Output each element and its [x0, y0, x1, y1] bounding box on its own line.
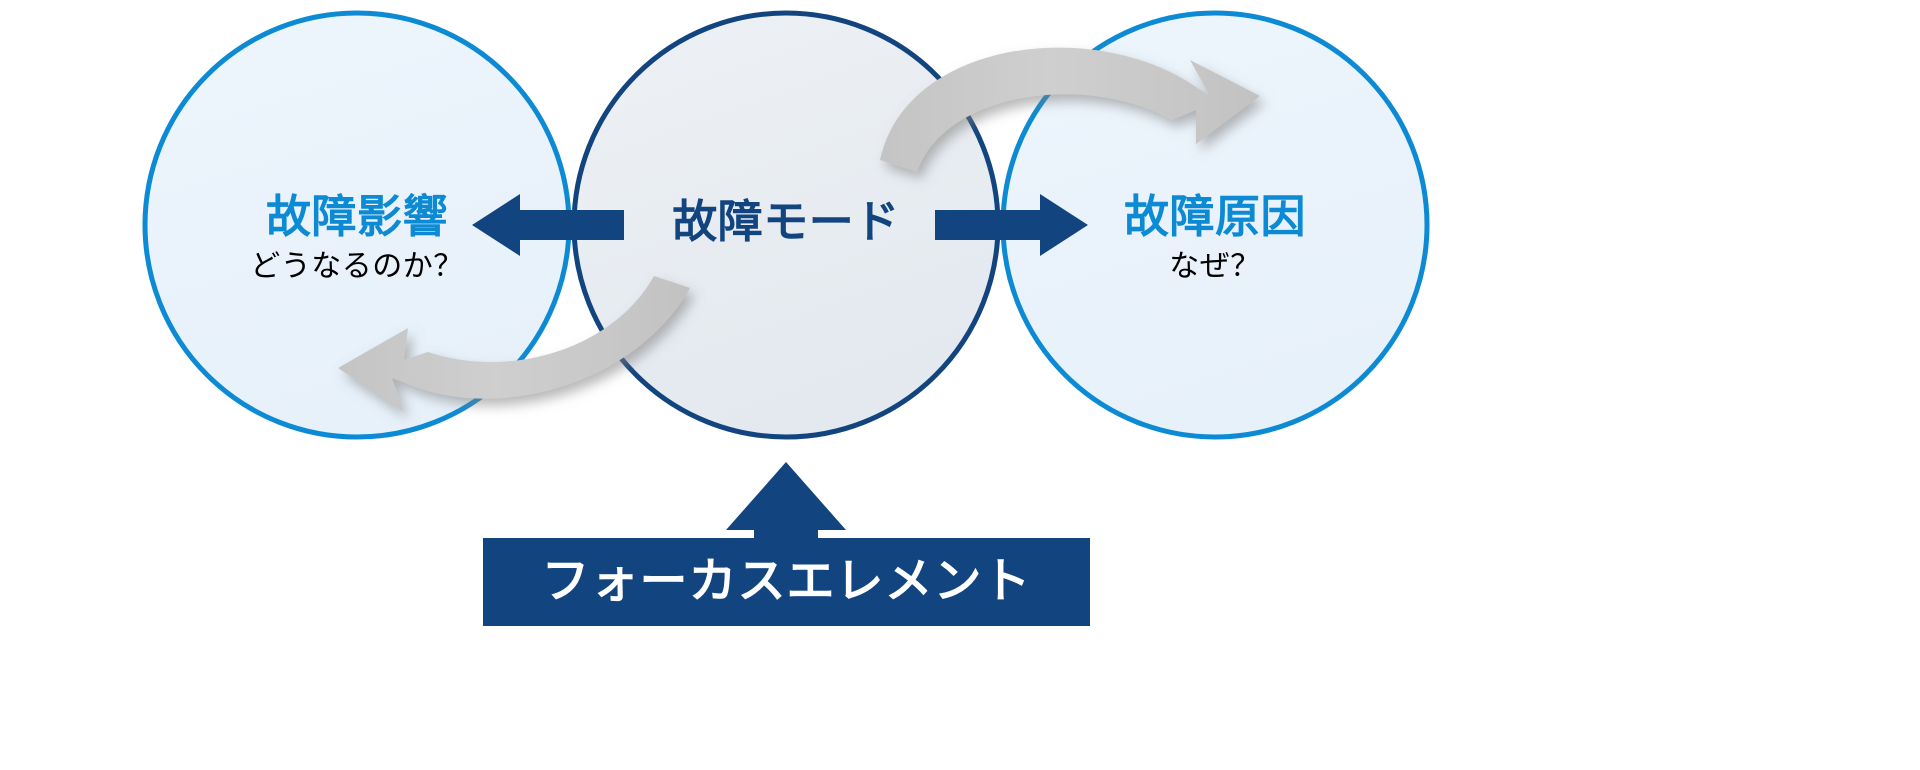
arrow-mode-to-effect-icon	[472, 194, 624, 256]
curved-arrow-mode-to-cause-icon	[880, 47, 1260, 172]
curved-arrow-mode-to-effect-icon	[338, 276, 690, 412]
circle-failure-mode	[571, 10, 1001, 440]
focus-element-banner-rect[interactable]	[483, 538, 1090, 626]
arrow-mode-to-cause-icon	[935, 194, 1088, 256]
arrow-focus-element-up-icon	[726, 462, 846, 560]
